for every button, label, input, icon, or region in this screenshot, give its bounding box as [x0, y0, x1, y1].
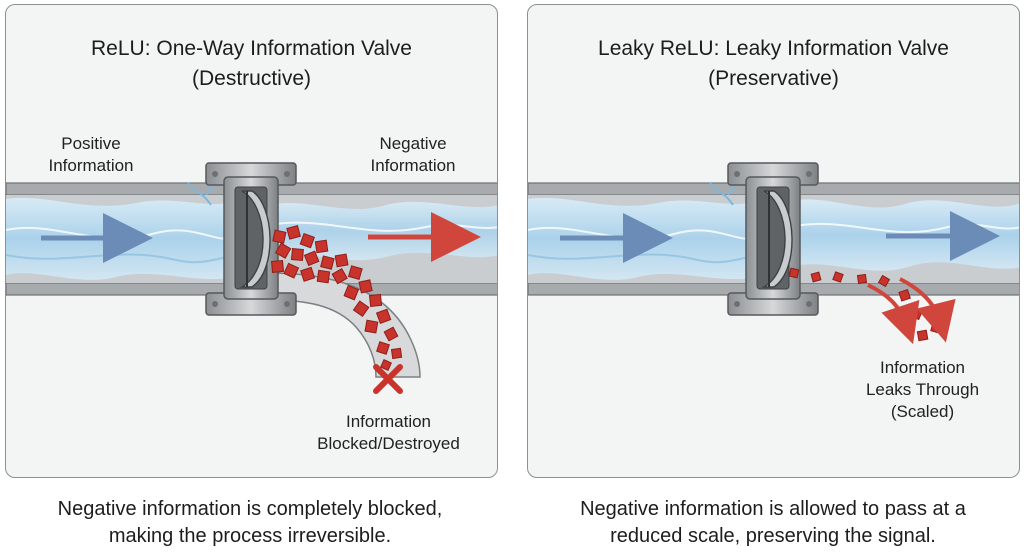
relu-panel: ReLU: One-Way Information Valve (Destruc…: [5, 4, 498, 478]
blocked-x-icon: [373, 364, 403, 394]
valve-disc: [239, 190, 271, 288]
relu-valve-illustration: [6, 162, 497, 394]
relu-caption: Negative information is completely block…: [57, 498, 443, 547]
leak-arrow-right: [899, 277, 956, 343]
leak-label: Information Leaks Through (Scaled): [865, 358, 980, 421]
negative-information-label: Negative Information: [370, 134, 456, 175]
leaky-relu-title: Leaky ReLU: Leaky Information Valve: [598, 37, 949, 60]
blocked-label: Information Blocked/Destroyed: [317, 412, 460, 453]
blocked-information-cubes: [271, 225, 403, 371]
positive-information-label: Positive Information: [48, 134, 134, 175]
leaky-relu-subtitle: (Preservative): [708, 67, 839, 90]
leaky-relu-valve-illustration: [528, 162, 1019, 345]
leaky-relu-caption: Negative information is allowed to pass …: [580, 498, 966, 547]
leaky-relu-panel: Leaky ReLU: Leaky Information Valve (Pre…: [527, 4, 1020, 478]
relu-title: ReLU: One-Way Information Valve: [91, 37, 412, 60]
relu-subtitle: (Destructive): [191, 67, 312, 90]
valve-disc: [761, 190, 793, 288]
leak-arrow-left: [867, 283, 920, 345]
